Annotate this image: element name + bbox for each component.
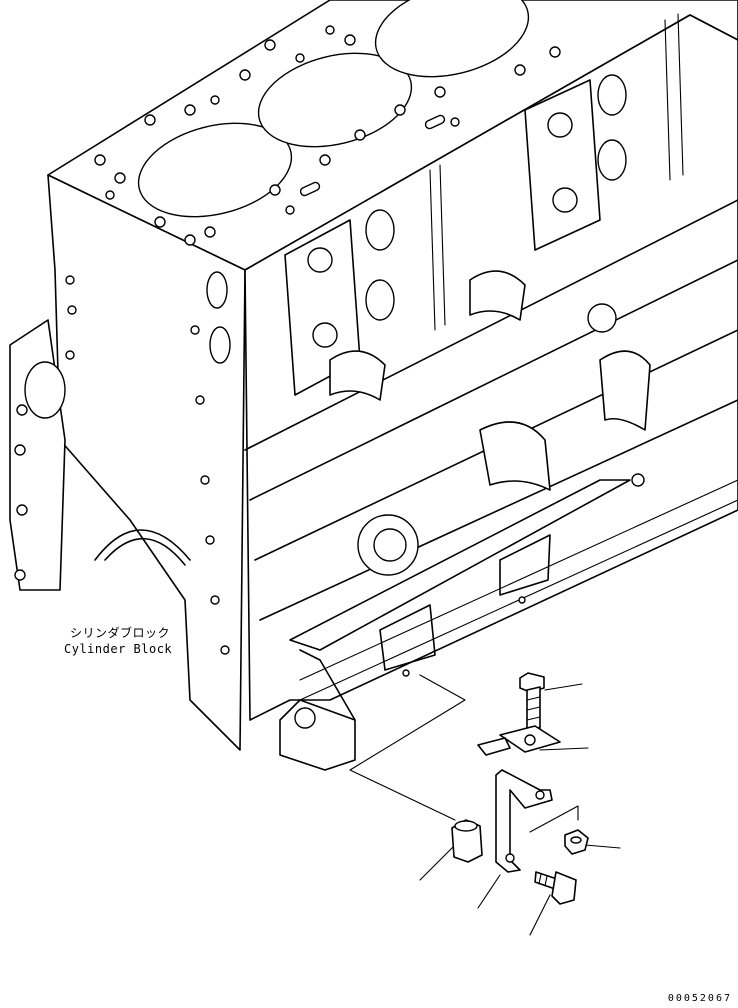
cylinder-block-label-jp: シリンダブロック [70, 626, 171, 640]
bore-2 [257, 52, 413, 148]
plate-washer [477, 725, 561, 756]
bolt-lower [534, 871, 577, 905]
bolt-upper [519, 672, 545, 739]
spacer-collar [451, 819, 483, 863]
side-pads [284, 74, 627, 396]
cylinder-block-label-en: Cylinder Block [64, 642, 173, 656]
nut [564, 829, 589, 855]
bore-3 [374, 0, 530, 78]
cylinder-block [9, 0, 738, 771]
bore-1 [137, 122, 293, 218]
bracket [495, 769, 553, 873]
drawing-number: 00052067 [667, 993, 732, 1004]
deck-holes [94, 25, 561, 246]
end-face-holes [65, 271, 231, 655]
leader-lines [349, 674, 621, 936]
